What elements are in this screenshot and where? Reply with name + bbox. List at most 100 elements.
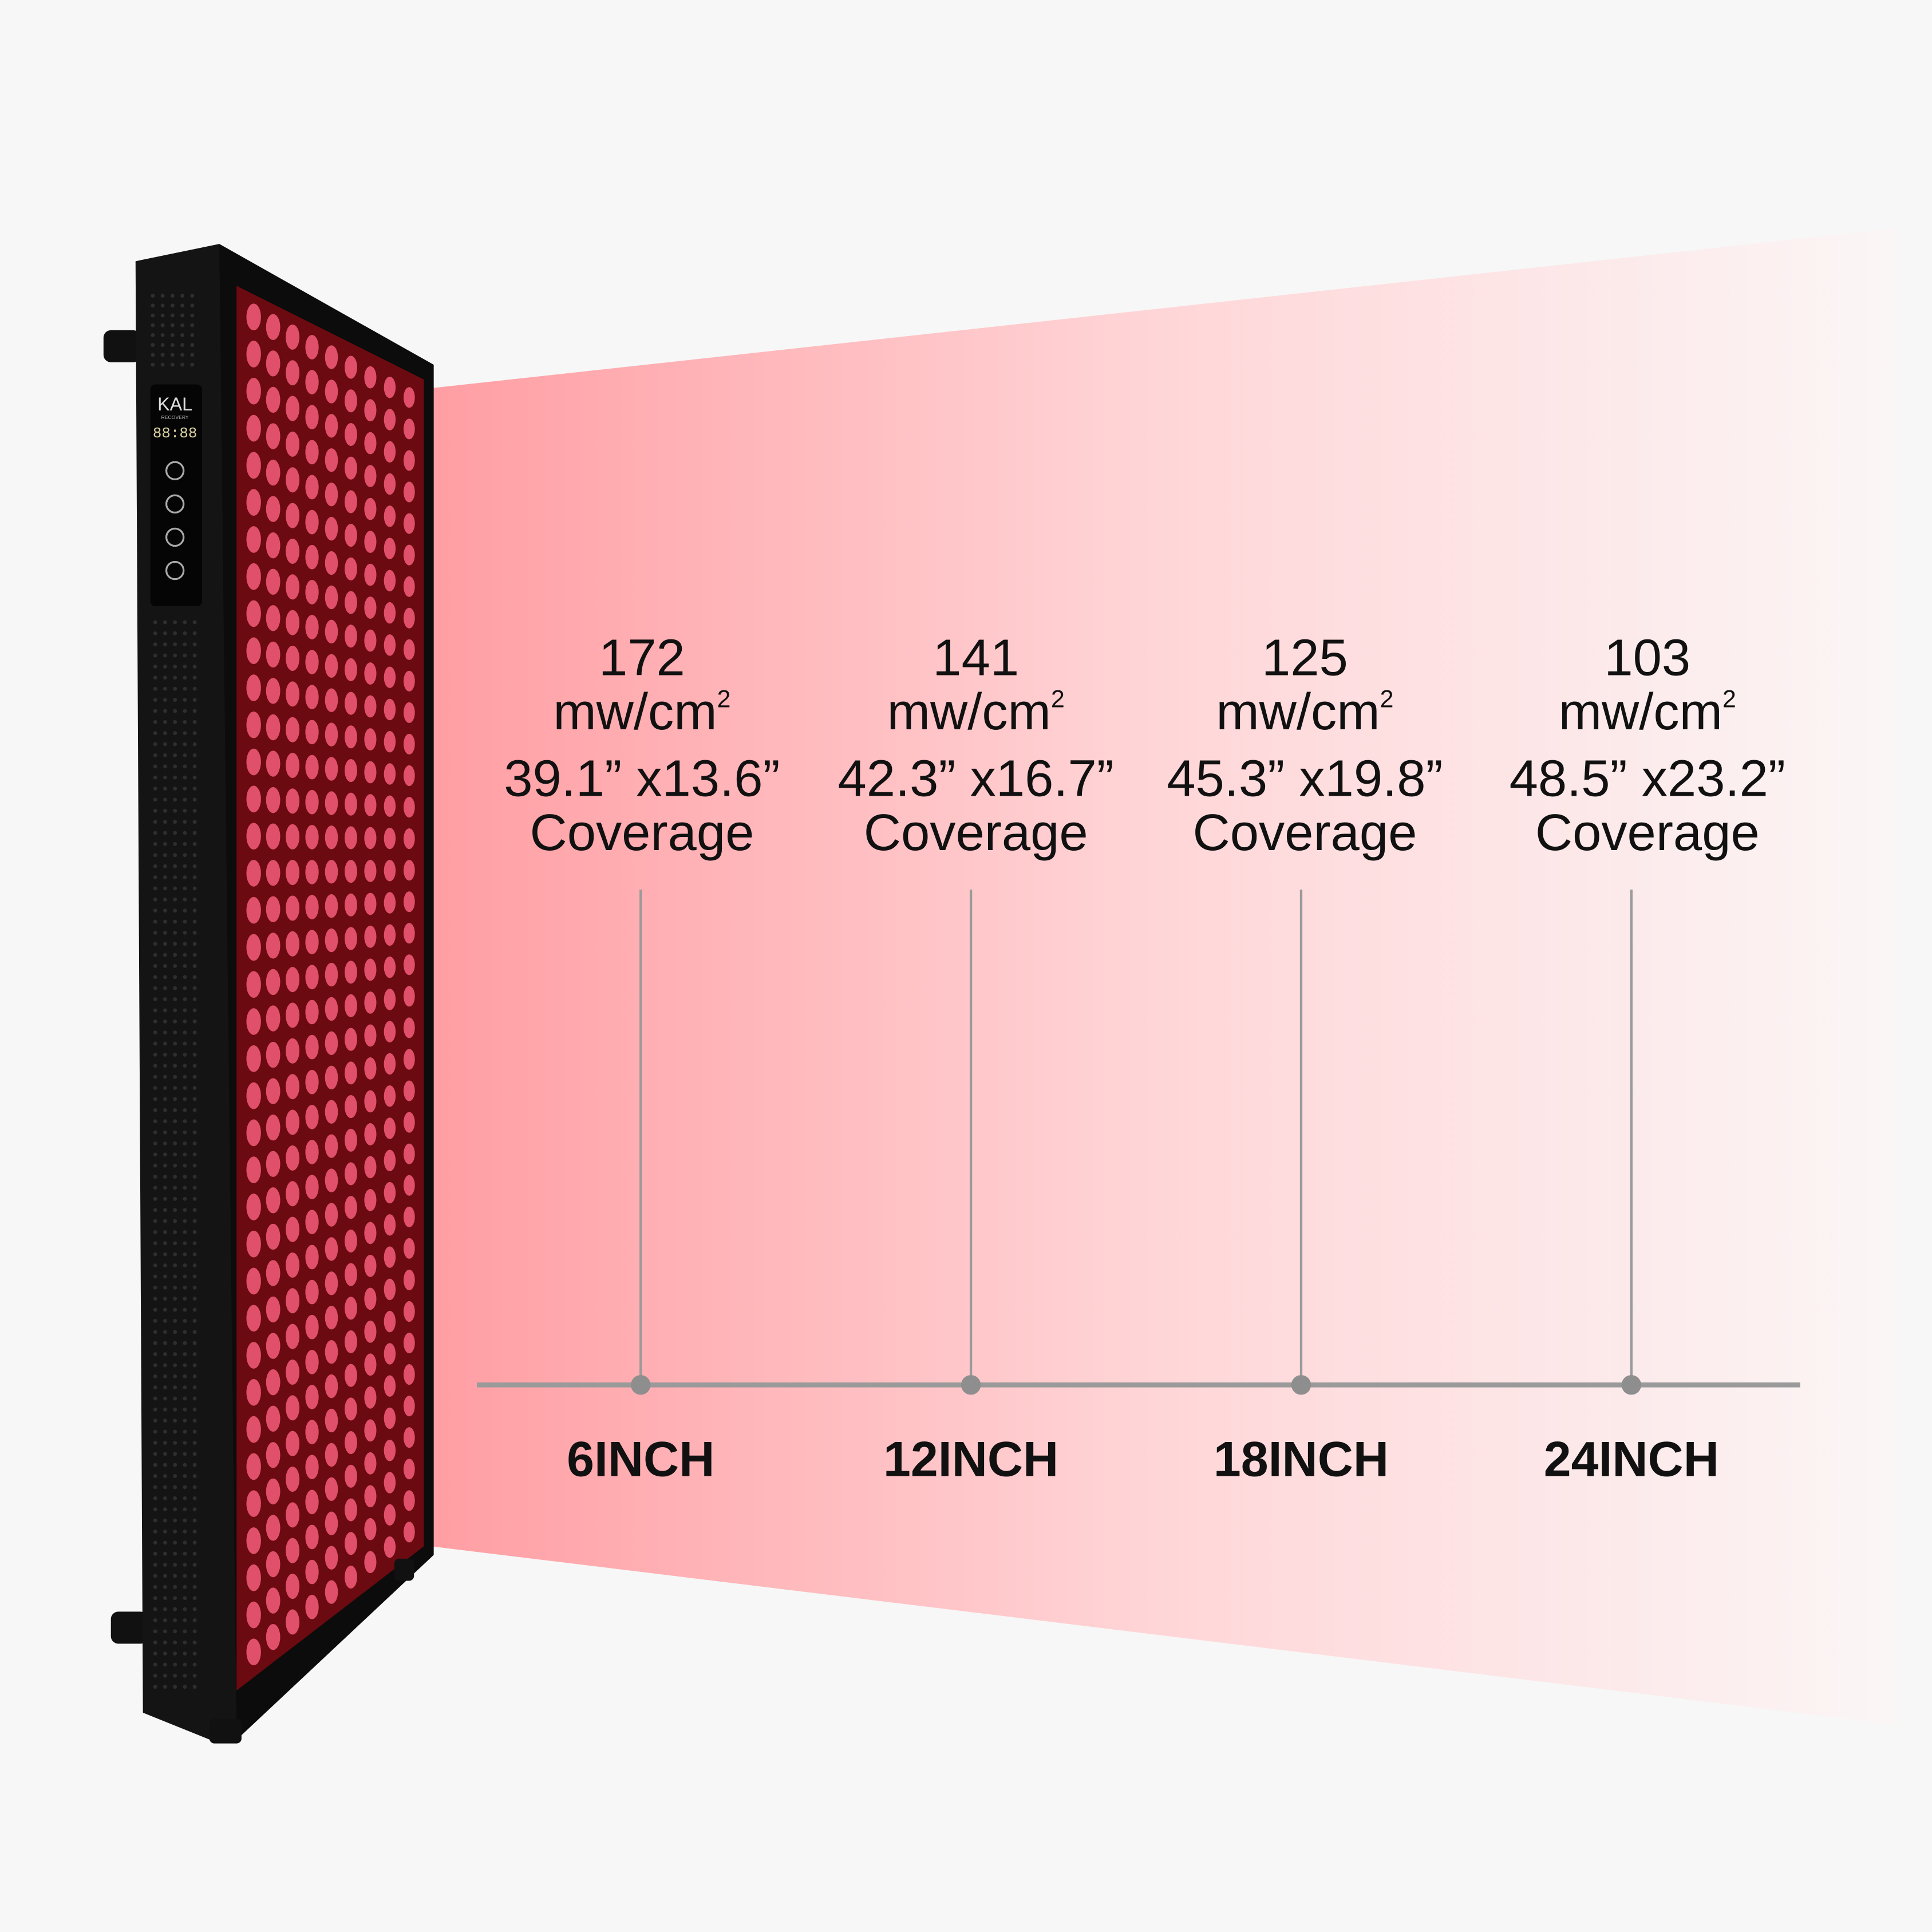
foot — [209, 1718, 242, 1744]
vent-hole — [153, 1074, 157, 1079]
led — [246, 600, 261, 627]
vent-hole — [153, 1008, 157, 1013]
vent-hole — [151, 294, 155, 298]
vent-hole — [153, 631, 157, 635]
led — [286, 717, 300, 742]
vent-hole — [163, 675, 167, 680]
vent-hole — [153, 1551, 157, 1556]
vent-hole — [183, 1086, 187, 1091]
led — [266, 860, 280, 886]
led — [305, 475, 319, 500]
led-grid — [246, 303, 415, 1666]
led — [325, 825, 338, 850]
vent-hole — [173, 1041, 177, 1046]
led — [364, 1320, 377, 1343]
vent-hole — [173, 1685, 177, 1689]
led — [266, 314, 280, 341]
vent-hole — [163, 1629, 167, 1634]
vent-hole — [183, 698, 187, 702]
vent-hole — [173, 1474, 177, 1479]
vent-hole — [192, 886, 197, 891]
led — [266, 605, 280, 631]
led — [266, 1005, 280, 1032]
led — [403, 1332, 415, 1354]
vent-hole — [183, 775, 187, 780]
led — [364, 794, 377, 816]
led — [266, 1623, 280, 1650]
control-button-2[interactable] — [165, 494, 185, 514]
vent-hole — [192, 1396, 197, 1401]
vent-hole — [192, 1208, 197, 1212]
vent-hole — [192, 1263, 197, 1267]
vent-hole — [192, 1119, 197, 1124]
control-button-1[interactable] — [165, 461, 185, 480]
vent-hole — [192, 1640, 197, 1645]
control-button-3[interactable] — [165, 527, 185, 547]
led — [266, 1115, 280, 1141]
led — [305, 1524, 319, 1550]
led — [246, 1379, 261, 1406]
led — [364, 1024, 377, 1047]
vent-hole — [183, 1385, 187, 1390]
vent-hole — [153, 1407, 157, 1412]
led — [403, 1112, 415, 1133]
led — [305, 650, 319, 675]
vent-hole — [183, 1285, 187, 1290]
vent-hole — [173, 1352, 177, 1356]
irradiance-unit: mw/cm2 — [1216, 683, 1393, 741]
vent-hole — [163, 908, 167, 913]
led — [403, 639, 415, 660]
vent-hole — [153, 1219, 157, 1223]
vent-hole — [151, 362, 155, 367]
vent-hole — [183, 1374, 187, 1378]
vent-hole — [183, 1662, 187, 1667]
vent-hole — [163, 1352, 167, 1356]
vent-hole — [163, 1596, 167, 1601]
vent-hole — [163, 1574, 167, 1578]
vent-hole — [173, 975, 177, 979]
vent-hole — [173, 620, 177, 625]
vent-hole — [192, 665, 197, 669]
vent-hole — [183, 1507, 187, 1512]
led — [364, 827, 377, 850]
vent-hole — [183, 1097, 187, 1101]
led — [286, 396, 300, 421]
vent-hole — [183, 731, 187, 736]
vent-hole — [192, 1086, 197, 1091]
led — [266, 568, 280, 595]
vent-hole — [153, 1064, 157, 1068]
vent-hole — [183, 1274, 187, 1279]
control-button-4[interactable] — [165, 560, 185, 580]
led — [364, 695, 377, 718]
vent-hole — [173, 1019, 177, 1024]
led — [325, 1306, 338, 1330]
led — [345, 1330, 357, 1354]
vent-hole — [153, 986, 157, 990]
led — [325, 1237, 338, 1261]
vent-hole — [163, 930, 167, 935]
vent-hole — [173, 930, 177, 935]
vent-hole — [153, 1618, 157, 1622]
vent-hole — [163, 620, 167, 625]
led — [246, 1638, 261, 1666]
vent-hole — [183, 1396, 187, 1401]
vent-hole — [153, 720, 157, 724]
vent-hole — [153, 897, 157, 902]
vent-hole — [163, 853, 167, 858]
vent-hole — [153, 1673, 157, 1678]
vent-hole — [153, 919, 157, 924]
vent-hole — [190, 303, 195, 308]
vent-hole — [173, 1285, 177, 1290]
vent-hole — [173, 797, 177, 802]
vent-hole — [192, 1596, 197, 1601]
vent-hole — [153, 853, 157, 858]
led — [305, 370, 319, 394]
led — [403, 387, 415, 408]
vent-hole — [163, 1141, 167, 1145]
vent-hole — [163, 1297, 167, 1301]
led — [286, 1038, 300, 1064]
vent-hole — [163, 1241, 167, 1246]
led — [364, 1156, 377, 1179]
vent-hole — [163, 1196, 167, 1201]
